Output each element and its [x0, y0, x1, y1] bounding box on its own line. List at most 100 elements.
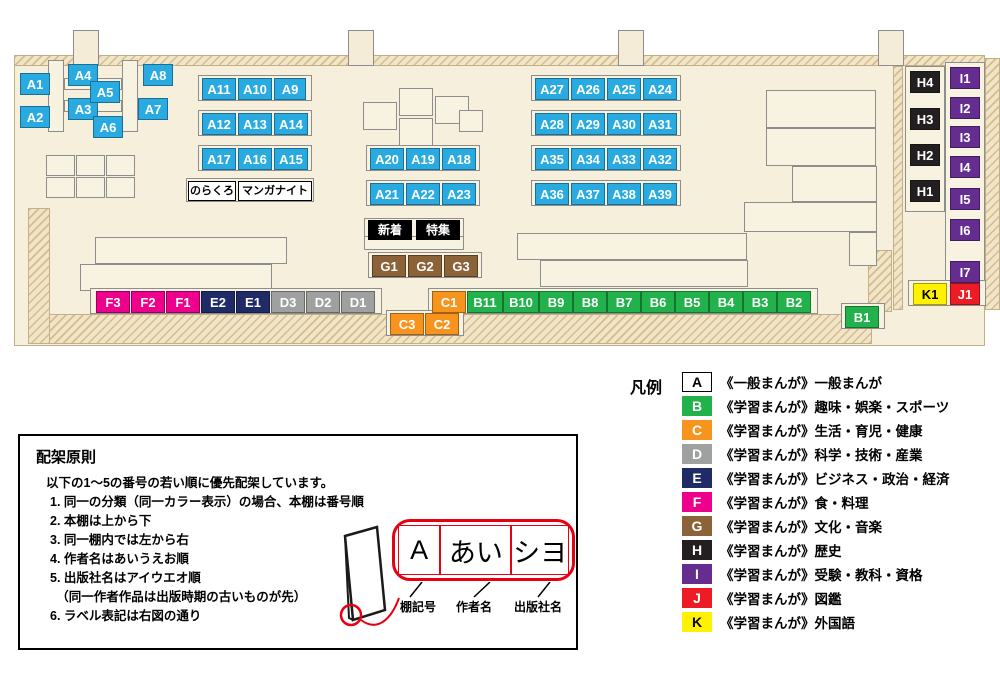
legend-label: 《学習まんが》受験・教科・資格 — [720, 568, 923, 583]
bookshelf — [517, 233, 747, 260]
principles-title: 配架原則 — [36, 449, 97, 466]
legend-label: 《学習まんが》趣味・娯楽・スポーツ — [720, 400, 950, 415]
shelf-label-a9: A9 — [274, 78, 306, 100]
name-tag: のらくろ — [188, 181, 236, 201]
legend-label: 《学習まんが》食・料理 — [720, 496, 869, 511]
bookshelf — [744, 202, 877, 232]
shelf-label-a11: A11 — [202, 78, 236, 100]
legend-label: 《学習まんが》歴史 — [720, 544, 842, 559]
shelf-label-a15: A15 — [274, 148, 308, 170]
shelf-label-a6: A6 — [93, 116, 123, 138]
legend-item-j: J《学習まんが》図鑑 — [682, 588, 950, 608]
legend-item-a: A《一般まんが》一般まんが — [682, 372, 950, 392]
legend-label: 《学習まんが》ビジネス・政治・経済 — [720, 472, 950, 487]
shelf-label-a37: A37 — [571, 183, 605, 205]
bookshelf — [849, 232, 877, 266]
shelf-label-a17: A17 — [202, 148, 236, 170]
shelf-label-a30: A30 — [607, 113, 641, 135]
shelf-label-f2: F2 — [131, 291, 165, 313]
legend-swatch-f: F — [682, 492, 712, 512]
legend-item-b: B 《学習まんが》趣味・娯楽・スポーツ — [682, 396, 950, 416]
shelf-label-a19: A19 — [406, 148, 440, 170]
shelf-label-a16: A16 — [238, 148, 272, 170]
shelf-label-a1: A1 — [20, 73, 50, 95]
bookshelf — [80, 264, 272, 291]
legend-swatch-e: E — [682, 468, 712, 488]
bookshelf — [399, 88, 433, 116]
legend-swatch-g: G — [682, 516, 712, 536]
principle-item: 1. 同一の分類（同一カラー表示）の場合、本棚は番号順 — [50, 495, 364, 509]
shelf-label-d3: D3 — [271, 291, 305, 313]
shelf-label-a22: A22 — [406, 183, 440, 205]
shelf-label-b11: B11 — [467, 291, 503, 313]
shelf-label-b8: B8 — [573, 291, 607, 313]
shelf-label-a25: A25 — [607, 78, 641, 100]
shelf-label-i5: I5 — [950, 188, 980, 210]
legend-label: 《学習まんが》文化・音楽 — [720, 520, 882, 535]
bookshelf — [106, 155, 135, 176]
shelf-label-b6: B6 — [641, 291, 675, 313]
shelf-label-e1: E1 — [236, 291, 270, 313]
caption-author: 作者名 — [456, 600, 493, 614]
legend-swatch-h: H — [682, 540, 712, 560]
legend-item-d: D《学習まんが》科学・技術・産業 — [682, 444, 950, 464]
shelf-label-b4: B4 — [709, 291, 743, 313]
shelf-label-f1: F1 — [166, 291, 200, 313]
shelf-label-a2: A2 — [20, 106, 50, 128]
shelf-label-k1: K1 — [913, 283, 947, 305]
shelf-label-i4: I4 — [950, 156, 980, 178]
callout-squiggle — [360, 597, 400, 626]
section-tag: 特集 — [416, 220, 460, 240]
shelf-label-a24: A24 — [643, 78, 677, 100]
spine-shelf-code: A — [410, 534, 429, 565]
shelf-label-h3: H3 — [910, 108, 940, 130]
shelf-label-i2: I2 — [950, 97, 980, 119]
legend-item-h: H 《学習まんが》歴史 — [682, 540, 950, 560]
shelf-label-d1: D1 — [341, 291, 375, 313]
bookshelf — [122, 60, 138, 132]
bookshelf — [48, 60, 64, 132]
principle-item: 2. 本棚は上から下 — [50, 514, 152, 528]
shelf-label-a38: A38 — [607, 183, 641, 205]
book-icon — [339, 525, 400, 627]
spine-label-example: A あい シヨ — [392, 519, 575, 581]
shelf-label-a39: A39 — [643, 183, 677, 205]
bookshelf — [76, 155, 105, 176]
shelf-label-b9: B9 — [539, 291, 573, 313]
shelf-label-a8: A8 — [143, 64, 173, 86]
bookshelf — [399, 118, 433, 146]
shelf-label-g1: G1 — [372, 255, 406, 277]
bookshelf — [46, 155, 75, 176]
caption-publisher: 出版社名 — [514, 600, 563, 614]
legend-swatch-b: B — [682, 396, 712, 416]
bookshelf — [76, 177, 105, 198]
shelf-label-a29: A29 — [571, 113, 605, 135]
leader-lines — [409, 582, 551, 598]
shelf-label-i3: I3 — [950, 126, 980, 148]
shelf-label-b2: B2 — [777, 291, 811, 313]
principles-intro: 以下の1～5の番号の若い順に優先配架しています。 — [46, 476, 334, 490]
shelf-label-d2: D2 — [306, 291, 340, 313]
spine-publisher-code: シヨ — [510, 526, 568, 574]
legend-label: 《学習まんが》生活・育児・健康 — [720, 424, 923, 439]
legend-swatch-i: I — [682, 564, 712, 584]
bookshelf — [46, 177, 75, 198]
legend-item-g: G 《学習まんが》文化・音楽 — [682, 516, 950, 536]
legend-item-e: E 《学習まんが》ビジネス・政治・経済 — [682, 468, 950, 488]
shelf-label-i7: I7 — [950, 261, 980, 283]
principle-item: 3. 同一棚内では左から右 — [50, 533, 189, 547]
bookshelf — [106, 177, 135, 198]
shelf-label-a23: A23 — [442, 183, 476, 205]
shelf-label-a36: A36 — [535, 183, 569, 205]
principle-item: 5. 出版社名はアイウエオ順 — [50, 571, 201, 585]
legend-item-f: F 《学習まんが》食・料理 — [682, 492, 950, 512]
shelf-label-e2: E2 — [201, 291, 235, 313]
principles-list: 1. 同一の分類（同一カラー表示）の場合、本棚は番号順 2. 本棚は上から下 3. … — [50, 493, 364, 626]
shelf-label-a35: A35 — [535, 148, 569, 170]
shelf-label-a32: A32 — [643, 148, 677, 170]
shelf-label-j1: J1 — [950, 283, 980, 305]
shelf-label-a12: A12 — [202, 113, 236, 135]
shelf-label-a34: A34 — [571, 148, 605, 170]
shelf-label-a10: A10 — [238, 78, 272, 100]
shelf-label-a18: A18 — [442, 148, 476, 170]
